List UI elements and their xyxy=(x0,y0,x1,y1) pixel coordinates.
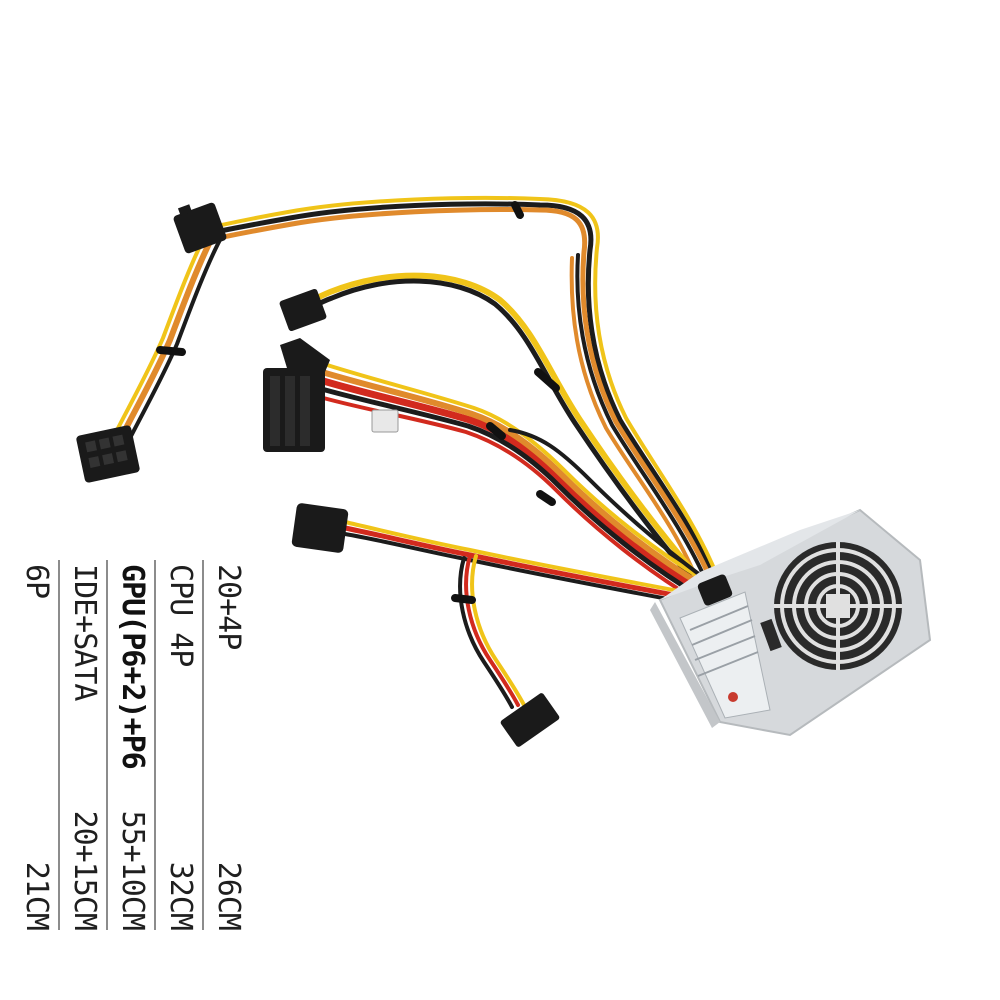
spec-name: 20+4P xyxy=(211,564,246,650)
psu-label-sticker xyxy=(679,591,771,719)
cable-exit-grommet xyxy=(697,574,733,606)
ide-connector xyxy=(291,503,349,553)
spec-name: 6P xyxy=(19,564,54,599)
gpu-cable xyxy=(111,195,720,590)
cable-bundle xyxy=(111,195,720,709)
spec-name: CPU 4P xyxy=(163,564,198,667)
psu-unit xyxy=(650,508,932,737)
cable-spec-table: 20+4P 26CM CPU 4P 32CM GPU(P6+2)+P6 55+1… xyxy=(10,560,250,930)
psu-fan xyxy=(774,542,902,670)
sata-connector xyxy=(500,693,560,747)
spec-name: GPU(P6+2)+P6 xyxy=(115,564,150,769)
spec-length: 32CM xyxy=(163,861,198,930)
gpu-6p-connector xyxy=(173,202,227,254)
spec-row-6p: 6P 21CM xyxy=(10,560,58,930)
spec-row-gpu: GPU(P6+2)+P6 55+10CM xyxy=(106,560,154,930)
spec-length: 20+15CM xyxy=(67,810,102,930)
atx-24p-connector xyxy=(263,338,399,452)
spec-row-ide-sata: IDE+SATA 20+15CM xyxy=(58,560,106,930)
spec-row-cpu-4p: CPU 4P 32CM xyxy=(154,560,202,930)
connectors xyxy=(76,202,560,747)
gpu-8p-connector xyxy=(76,425,140,483)
spec-length: 55+10CM xyxy=(115,810,150,930)
power-switch xyxy=(760,618,782,652)
cpu-cable xyxy=(295,272,708,591)
spec-length: 21CM xyxy=(19,861,54,930)
ide-sata-cable xyxy=(342,520,703,709)
cpu-4p-connector xyxy=(279,288,327,332)
spec-length: 26CM xyxy=(211,861,246,930)
spec-row-20-4p: 20+4P 26CM xyxy=(202,560,250,930)
spec-name: IDE+SATA xyxy=(67,564,102,701)
cable-ties xyxy=(156,201,560,604)
